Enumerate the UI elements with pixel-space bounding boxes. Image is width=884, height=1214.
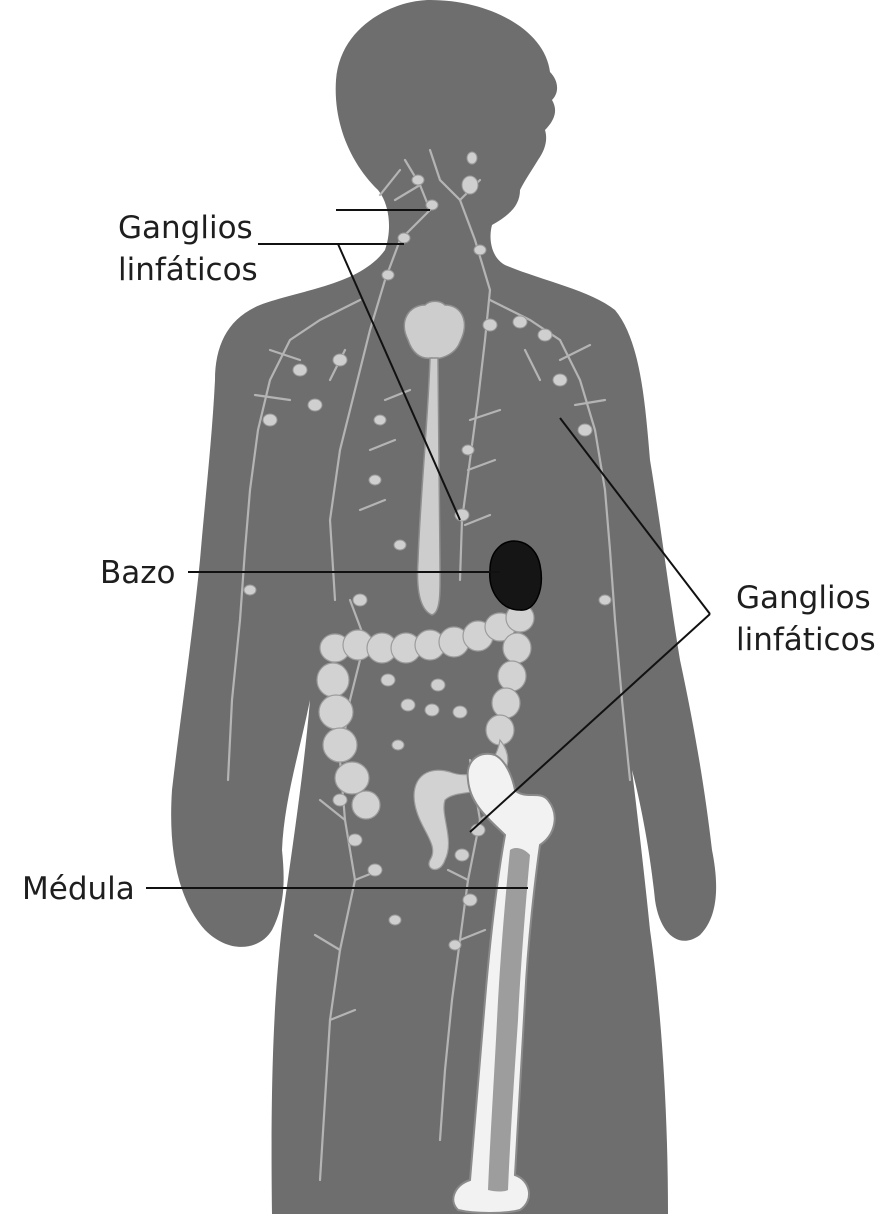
label-lymph-nodes-right-line2: linfáticos bbox=[736, 622, 876, 658]
label-lymph-nodes-right-line1: Ganglios bbox=[736, 580, 871, 616]
spleen bbox=[490, 541, 542, 610]
label-marrow: Médula bbox=[22, 871, 135, 907]
label-spleen: Bazo bbox=[100, 555, 176, 591]
label-lymph-nodes-upper-line1: Ganglios bbox=[118, 210, 253, 246]
label-lymph-nodes-upper-line2: linfáticos bbox=[118, 252, 258, 288]
